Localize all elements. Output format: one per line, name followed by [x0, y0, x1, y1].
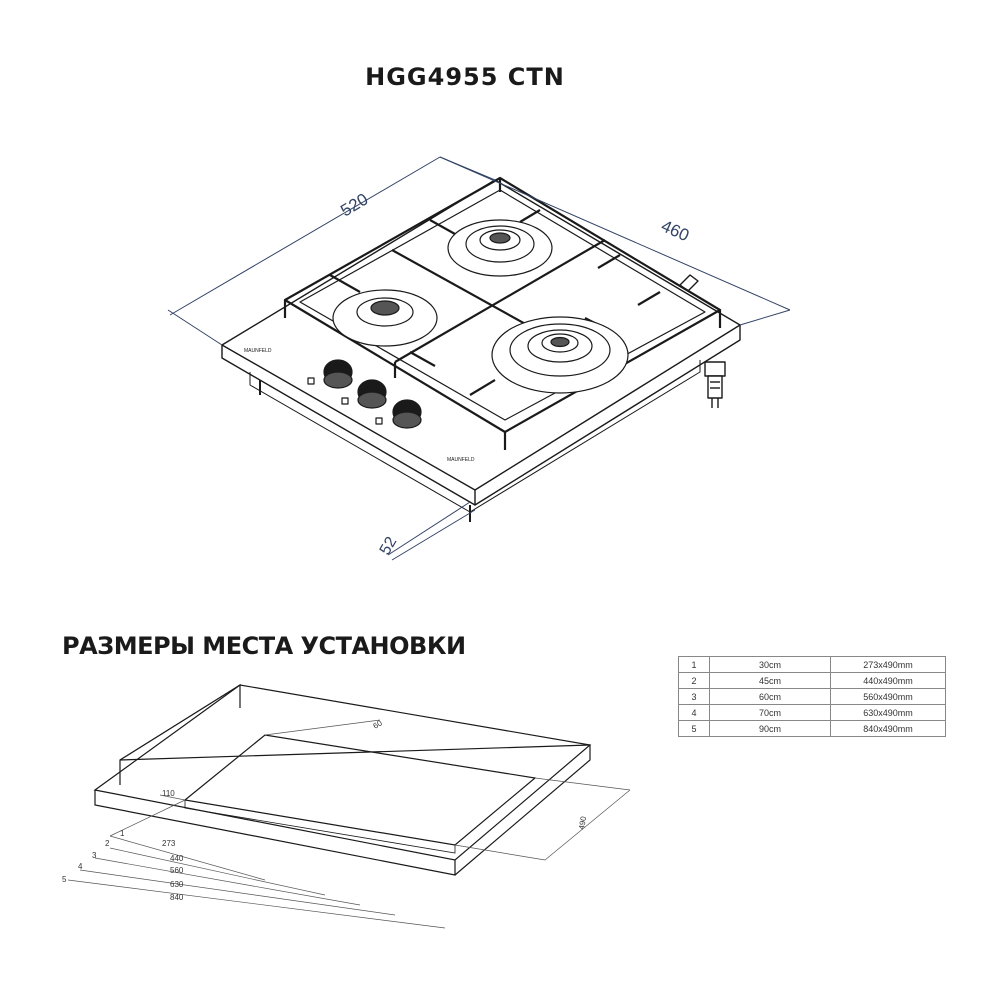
cutout-size-cell: 440x490mm — [830, 672, 946, 689]
cutout-row-value: 273 — [162, 839, 176, 848]
section-title: РАЗМЕРЫ МЕСТА УСТАНОВКИ — [62, 632, 466, 660]
cutout-row-value: 440 — [170, 854, 184, 863]
size-index-cell: 4 — [678, 704, 710, 721]
hob-right-edge — [474, 325, 741, 506]
burner-back — [447, 219, 553, 277]
width-cell: 90cm — [709, 720, 831, 737]
cutout-row-index: 1 — [120, 829, 125, 838]
hob-depth-label: 460 — [658, 216, 692, 245]
hob-height-label: 52 — [377, 534, 401, 558]
cutout-size-cell: 560x490mm — [830, 688, 946, 705]
hob-logo-front: MAUNFELD — [447, 457, 475, 463]
width-cell: 60cm — [709, 688, 831, 705]
hob-front-edge — [221, 345, 476, 506]
cutout-size-cell: 630x490mm — [830, 704, 946, 721]
width-cell: 70cm — [709, 704, 831, 721]
cutout-row-value: 630 — [170, 880, 184, 889]
cutout-row-index: 4 — [78, 862, 83, 871]
size-index-cell: 2 — [678, 672, 710, 689]
cutout-row-index: 5 — [62, 875, 67, 884]
width-cell: 30cm — [709, 656, 831, 673]
product-title: HGG4955 CTN — [365, 63, 565, 91]
cutout-depth-label: 490 — [577, 815, 588, 830]
burner-wok — [491, 316, 629, 394]
countertop-top — [93, 684, 592, 861]
cutout-left-label: 110 — [162, 789, 175, 798]
width-cell: 45cm — [709, 672, 831, 689]
cutout-drawing — [93, 683, 592, 876]
hob-drawing: MAUNFELD MAUNFELD — [221, 176, 741, 522]
burner-left — [332, 289, 438, 347]
cutout-dimensions — [67, 719, 631, 929]
hob-logo-left: MAUNFELD — [244, 348, 272, 354]
cutout-row-index: 2 — [105, 839, 110, 848]
cutout-size-cell: 273x490mm — [830, 656, 946, 673]
cutout-size-cell: 840x490mm — [830, 720, 946, 737]
control-knobs — [307, 359, 422, 429]
hob-dimensions — [167, 156, 791, 561]
size-index-cell: 3 — [678, 688, 710, 705]
size-index-cell: 5 — [678, 720, 710, 737]
hob-width-label: 520 — [337, 190, 371, 221]
cutout-row-value: 840 — [170, 893, 184, 902]
cutout-row-value: 560 — [170, 866, 184, 875]
size-index-cell: 1 — [678, 656, 710, 673]
cutout-row-index: 3 — [92, 851, 97, 860]
